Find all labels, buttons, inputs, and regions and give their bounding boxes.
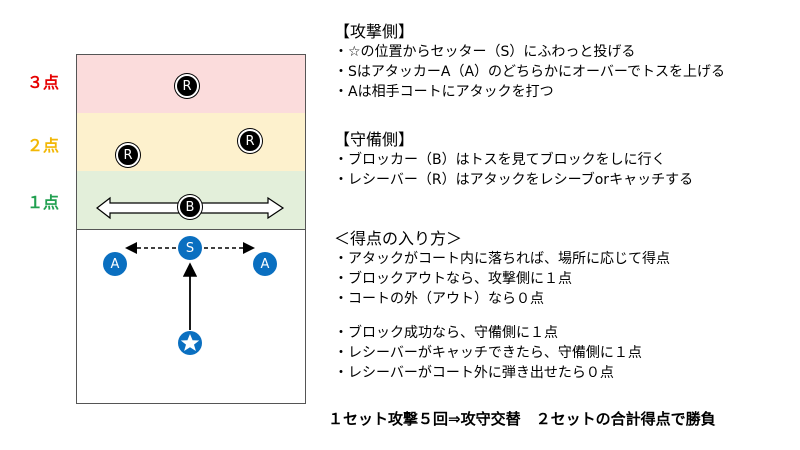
offense-line: ・SはアタッカーA（A）のどちらかにオーバーでトスを上げる <box>334 64 726 80</box>
defense-line: ・レシーバー（R）はアタックをレシーブorキャッチする <box>334 172 694 188</box>
scoring-section: ＜得点の入り方＞ ・アタックがコート内に落ちれば、場所に応じて得点 ・ブロックア… <box>334 229 670 383</box>
zone-label-1: １点 <box>26 193 59 212</box>
scoring-line: ・コートの外（アウト）なら０点 <box>334 291 544 307</box>
scoring-line: ・ブロック成功なら、守備側に１点 <box>334 325 558 341</box>
zone-2-points <box>77 113 305 171</box>
scoring-line: ・レシーバーがキャッチできたら、守備側に１点 <box>334 345 642 361</box>
setter: S <box>178 236 202 260</box>
receiver-back: R <box>175 74 199 98</box>
zone-label-2: ２点 <box>26 136 59 155</box>
volleyball-court <box>76 54 306 404</box>
scoring-heading: ＜得点の入り方＞ <box>334 229 463 248</box>
scoring-line: ・ブロックアウトなら、攻撃側に１点 <box>334 271 572 287</box>
offense-heading: 【攻撃側】 <box>334 22 415 41</box>
net-line <box>77 229 305 230</box>
scoring-line: ・アタックがコート内に落ちれば、場所に応じて得点 <box>334 251 670 267</box>
blocker: B <box>178 195 202 219</box>
defense-heading: 【守備側】 <box>334 130 415 149</box>
attacker-right: A <box>253 252 277 276</box>
defense-section: 【守備側】 ・ブロッカー（B）はトスを見てブロックをしに行く ・レシーバー（R）… <box>334 130 693 190</box>
defense-line: ・ブロッカー（B）はトスを見てブロックをしに行く <box>334 152 666 168</box>
attacker-left: A <box>103 252 127 276</box>
offense-line: ・Aは相手コートにアタックを打つ <box>334 84 554 100</box>
rules-footer: １セット攻撃５回⇒攻守交替 ２セットの合計得点で勝負 <box>328 410 716 428</box>
offense-section: 【攻撃側】 ・☆の位置からセッター（S）にふわっと投げる ・SはアタッカーA（A… <box>334 22 725 102</box>
receiver-right: R <box>238 129 262 153</box>
zone-label-3: ３点 <box>26 73 59 92</box>
offense-line: ・☆の位置からセッター（S）にふわっと投げる <box>334 44 636 60</box>
star-icon <box>180 334 200 351</box>
receiver-left: R <box>116 143 140 167</box>
scoring-line: ・レシーバーがコート外に弾き出せたら０点 <box>334 365 614 381</box>
